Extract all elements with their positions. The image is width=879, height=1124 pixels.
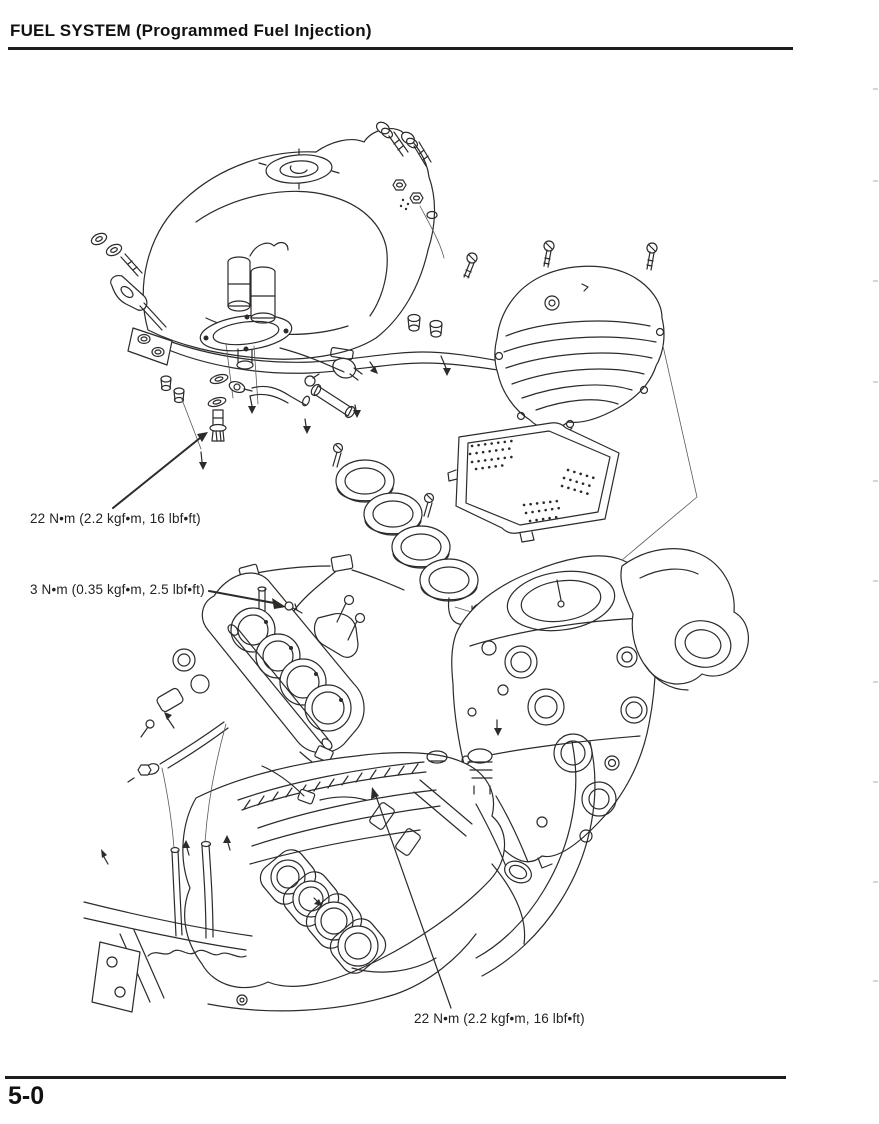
torque-annotation-fuel-banjo-top: 22 N•m (2.2 kgf•m, 16 lbf•ft) [30, 511, 201, 526]
leader-torque-starter [208, 590, 286, 609]
fuel-pump [199, 241, 293, 405]
leader-torque-bottom [371, 787, 452, 1009]
throttle-body-assembly [127, 554, 405, 810]
footer-rule [5, 1076, 786, 1079]
air-cleaner-housing [451, 555, 657, 869]
fuel-hose-parts [207, 347, 363, 442]
air-filter-element [447, 422, 620, 543]
engine [83, 723, 596, 1013]
velocity-stacks [332, 442, 505, 625]
leader-torque-top [112, 432, 208, 509]
scan-mark [873, 881, 878, 883]
assembly-arrows [101, 355, 502, 906]
scan-mark [873, 180, 878, 182]
torque-annotation-fuel-banjo-bottom: 22 N•m (2.2 kgf•m, 16 lbf•ft) [414, 1011, 585, 1026]
page-number: 5-0 [8, 1082, 45, 1110]
scan-mark [873, 980, 878, 982]
guide-lines [621, 345, 698, 561]
mounting-bolts [375, 121, 445, 338]
scan-mark [873, 480, 878, 482]
scan-mark [873, 88, 878, 90]
torque-annotation-starter-valve: 3 N•m (0.35 kgf•m, 2.5 lbf•ft) [30, 582, 205, 597]
fuel-tank [127, 128, 517, 404]
scan-mark [873, 781, 878, 783]
scan-mark [873, 580, 878, 582]
intake-duct [620, 548, 749, 691]
scan-mark [873, 280, 878, 282]
scan-mark [873, 381, 878, 383]
scan-mark [873, 681, 878, 683]
air-cleaner-cover [494, 265, 665, 433]
tank-mount-bracket [90, 232, 202, 450]
cover-screws [463, 240, 658, 279]
page-title: FUEL SYSTEM (Programmed Fuel Injection) [10, 21, 372, 40]
header-rule [8, 47, 793, 50]
